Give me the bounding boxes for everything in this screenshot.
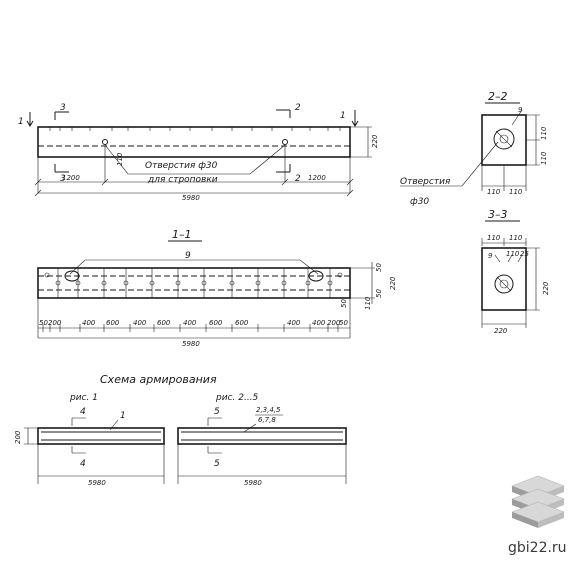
rebar-9: [69, 259, 319, 275]
dim-left: 1200: [62, 174, 80, 182]
position-list: 6,7,8: [258, 416, 276, 424]
dim-right: 50: [375, 289, 383, 298]
section-2-mark-top: [276, 109, 291, 118]
section-mark: 1: [340, 111, 346, 121]
section-mark: 4: [80, 407, 86, 417]
section-2-mark-bottom: [276, 164, 291, 173]
dim-bottom: 110: [509, 188, 523, 196]
top-notches: [49, 127, 341, 131]
section-3-3-view: 3–3 110 110 9 110 25 220 220: [481, 208, 550, 335]
rebar-circle: [494, 274, 514, 294]
watermark-text: gbi22.ru: [508, 540, 567, 556]
section-label: 25: [520, 250, 529, 258]
section-mark: 5: [214, 407, 220, 417]
segment-dim: 600: [157, 319, 171, 327]
dim-side: 50: [340, 299, 348, 308]
segment-dim: 400: [82, 319, 96, 327]
dim-bottom: 220: [494, 327, 508, 335]
section-outline: [481, 247, 527, 311]
dim-top: 110: [487, 234, 501, 242]
segment-dim: 50: [339, 319, 348, 327]
segment-dim: 400: [312, 319, 326, 327]
section-3-mark-bottom: [54, 164, 69, 173]
dim-right: 1200: [308, 174, 326, 182]
section-mark: 5: [214, 459, 220, 469]
section-title: 1–1: [172, 228, 192, 241]
hole-leader: [400, 141, 499, 187]
dim-right: 110: [540, 151, 548, 165]
caption: рис. 2...5: [215, 393, 259, 403]
dim-bottom: 110: [487, 188, 501, 196]
segment-dim: 400: [183, 319, 197, 327]
lifting-loop-right: [308, 270, 324, 282]
section-1-1-view: 1–1 9 50 220 50 110 50 50 200: [37, 228, 397, 348]
hole-leader: [104, 144, 286, 175]
dim-total: 5980: [182, 340, 200, 348]
height-dim-line: [350, 126, 372, 158]
cage-left: [37, 427, 165, 445]
rebar-position: 9: [185, 251, 191, 261]
dim-length: 5980: [88, 479, 106, 487]
dim-right: 50: [375, 263, 383, 272]
segment-dim: 600: [209, 319, 223, 327]
stirrups: [44, 272, 343, 286]
beam-outline: [37, 267, 351, 299]
scheme-title: Схема армирования: [100, 373, 217, 386]
section-title: 3–3: [488, 208, 508, 221]
dim-top: 110: [509, 234, 523, 242]
elevation-view: 1 1 3 3 2 2 Отверстия ф30 для строповки …: [18, 103, 379, 202]
segment-dim: 200: [327, 319, 341, 327]
right-dim-lines: [350, 262, 375, 304]
hole-note: Отверстия ф30: [145, 161, 218, 171]
hole-note-purpose: для строповки: [147, 175, 218, 185]
section-label: 9: [488, 252, 493, 260]
dim-right: 110: [364, 296, 372, 310]
watermark-logo: gbi22.ru: [508, 475, 567, 556]
dim-length: 5980: [244, 479, 262, 487]
cage-right: [177, 427, 347, 445]
dim-total: 5980: [182, 194, 200, 202]
position-mark: 1: [120, 411, 126, 421]
segment-dim: 200: [48, 319, 62, 327]
section-mark: 3: [60, 103, 66, 113]
caption: рис. 1: [69, 393, 98, 403]
section-2-2-view: 2–2 9 110 110 110 110 Отверстия ф30: [400, 90, 548, 207]
hole-note: Отверстия: [400, 177, 451, 187]
segment-dim-lines: [37, 298, 351, 339]
segment-dim: 600: [106, 319, 120, 327]
section-outline: [481, 114, 527, 166]
rebar-circle: [499, 134, 509, 144]
lifting-loop-left: [64, 270, 80, 282]
dim-right: 110: [540, 126, 548, 140]
segment-dim: 600: [235, 319, 249, 327]
reinforcement-scheme: Схема армирования рис. 1 4 1 4 5980 200 …: [14, 373, 347, 487]
section-mark: 4: [80, 459, 86, 469]
section-label: 110: [506, 250, 520, 258]
segment-dim: 50: [39, 319, 48, 327]
dim-right: 220: [542, 281, 550, 295]
section-1-arrow-left: [26, 112, 34, 127]
section-title: 2–2: [488, 90, 508, 103]
beam-outline: [37, 126, 351, 158]
section-3-mark-top: [54, 111, 69, 120]
lifting-hole: [493, 128, 515, 150]
length-dim-lines: [37, 146, 351, 194]
section-mark: 3: [60, 174, 66, 184]
section-1-arrow-right: [351, 110, 359, 127]
hole-note-size: ф30: [410, 197, 429, 207]
dim-right: 220: [389, 276, 397, 290]
lifting-hole-right: [282, 139, 288, 145]
dim-height: 220: [371, 134, 379, 148]
dim-height: 200: [14, 430, 22, 444]
segment-dim: 400: [287, 319, 301, 327]
position-list: 2,3,4,5: [256, 406, 281, 414]
dim-small: 110: [116, 152, 124, 166]
section-mark: 2: [295, 174, 301, 184]
lifting-hole-left: [102, 139, 108, 145]
segment-dim: 400: [133, 319, 147, 327]
section-mark: 1: [18, 117, 24, 127]
section-mark: 2: [295, 103, 301, 113]
rebar-position: 9: [518, 106, 523, 114]
